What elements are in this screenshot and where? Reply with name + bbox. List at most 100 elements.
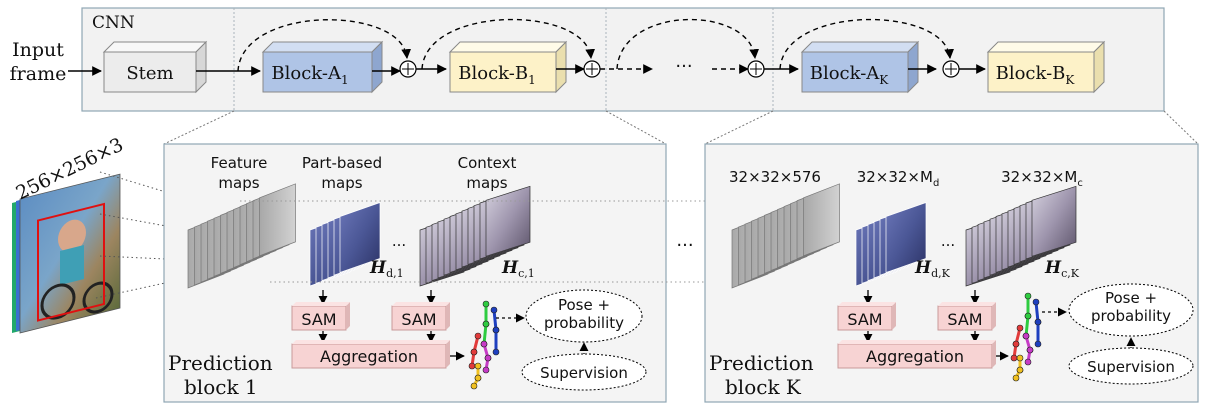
pred1-context-map-sheet: [485, 185, 531, 257]
predk-supervision-label: Supervision: [1087, 358, 1175, 376]
pred1-part-label-l2: maps: [321, 174, 362, 192]
pred1-part-label-l1: Part-based: [302, 154, 382, 172]
skeleton-joint: [474, 362, 482, 370]
skeleton-joint: [474, 332, 482, 340]
predk-pose-probability: Pose + probability: [1068, 283, 1194, 337]
skeleton-joint: [490, 306, 498, 314]
pred1-feature-label-l1: Feature: [211, 154, 268, 172]
skeleton-joint: [1034, 340, 1042, 348]
skeleton-limb: [492, 308, 498, 332]
predk-feature-map-sheet: [803, 183, 840, 257]
sum-node-3: [747, 60, 765, 78]
pred1-sam-part: SAM: [291, 302, 350, 331]
skeleton-joint: [1024, 292, 1032, 300]
predk-sam-part: SAM: [837, 302, 896, 331]
skeleton-joint: [1016, 354, 1024, 362]
skeleton-joint: [470, 382, 478, 390]
skip-arrow-3: [616, 18, 760, 70]
skeleton-joint: [1010, 354, 1018, 362]
predk-aggregation: Aggregation: [837, 340, 996, 369]
predk-aggregation-label: Aggregation: [866, 347, 964, 366]
skeleton-joint: [492, 326, 500, 334]
predk-context-maps: [965, 185, 1077, 287]
skeleton-joint: [1032, 298, 1040, 306]
skeleton-limb: [1024, 314, 1030, 338]
skeleton-joint: [468, 362, 476, 370]
pred1-part-based-maps: [309, 202, 381, 287]
skeleton-joint: [492, 348, 500, 356]
cnn-panel: CNN: [81, 7, 1165, 112]
pred1-h-c-label: Hc,1: [501, 258, 535, 280]
predk-pose-label-l1: Pose +: [1105, 289, 1157, 307]
pred1-sam-part-label: SAM: [301, 310, 336, 329]
predk-part-map-sheet: [885, 202, 927, 273]
predk-pose-skeleton: [1010, 292, 1042, 382]
sum-node-4: [942, 60, 960, 78]
pred1-supervision-label: Supervision: [540, 364, 628, 382]
pred1-sam-context: SAM: [391, 302, 450, 331]
input-crop-box: [37, 202, 105, 322]
predk-h-d-label: Hd,K: [914, 258, 951, 280]
input-frame-label-line1: Input: [12, 39, 64, 61]
predk-title-l1: Prediction: [709, 351, 814, 375]
pred1-pose-label-l2: probability: [544, 314, 624, 332]
pred1-title-l2: block 1: [184, 375, 258, 399]
skeleton-joint: [1024, 358, 1032, 366]
skeleton-joint: [480, 340, 488, 348]
skeleton-joint: [1012, 340, 1020, 348]
block-b1-label: Block-B1: [458, 63, 535, 87]
predk-part-based-maps: [855, 202, 927, 287]
predk-sam-part-label: SAM: [847, 310, 882, 329]
predk-h-c-label: Hc,K: [1044, 258, 1080, 280]
pred1-supervision: Supervision: [521, 353, 647, 391]
skeleton-joint: [1016, 324, 1024, 332]
predk-dots: ...: [941, 232, 955, 250]
block-ak: Block-AK: [800, 40, 920, 94]
skeleton-joint: [1026, 346, 1034, 354]
block-a1-label: Block-A1: [271, 63, 348, 87]
predk-sam-context: SAM: [937, 302, 996, 331]
skeleton-joint: [484, 354, 492, 362]
pred1-context-label-l2: maps: [466, 174, 507, 192]
pred1-aggregation: Aggregation: [291, 340, 450, 369]
predk-sam-context-label: SAM: [947, 310, 982, 329]
skeleton-joint: [482, 320, 490, 328]
predk-feature-maps: [731, 183, 840, 289]
pred1-pose-skeleton: [468, 300, 500, 390]
pred1-title-l1: Prediction: [168, 351, 273, 375]
pred1-pose-probability: Pose + probability: [525, 289, 643, 343]
block-a1: Block-A1: [261, 40, 384, 94]
predk-context-map-sheet: [1031, 185, 1077, 257]
skeleton-joint: [1012, 374, 1020, 382]
skeleton-joint: [474, 374, 482, 382]
skeleton-limb: [482, 322, 488, 346]
skeleton-joint: [482, 366, 490, 374]
pred1-part-map-sheet: [339, 202, 381, 273]
middle-ellipsis: ...: [676, 230, 693, 251]
predk-dim-part: 32×32×Md: [857, 168, 940, 189]
sum-node-2: [583, 60, 601, 78]
pred1-feature-maps: [187, 183, 296, 289]
cnn-ellipsis: ···: [675, 56, 692, 77]
predk-dim-feature: 32×32×576: [729, 168, 821, 186]
block-bk: Block-BK: [986, 40, 1106, 94]
input-image-stack: 256×256×3: [12, 134, 127, 334]
block-bk-label: Block-BK: [996, 63, 1076, 87]
predk-supervision: Supervision: [1068, 347, 1194, 385]
pred1-context-maps: [419, 185, 531, 287]
skeleton-joint: [1016, 366, 1024, 374]
pred1-h-d-label: Hd,1: [369, 258, 404, 280]
skeleton-joint: [1024, 312, 1032, 320]
pred1-feature-map-sheet: [259, 183, 296, 257]
pred1-feature-label-l2: maps: [218, 174, 259, 192]
predk-title-l2: block K: [725, 375, 802, 399]
sum-node-1: [399, 60, 417, 78]
skeleton-limb: [1034, 300, 1040, 324]
predk-dim-context: 32×32×Mc: [1001, 168, 1083, 189]
pred1-sam-context-label: SAM: [401, 310, 436, 329]
block-ak-label: Block-AK: [810, 63, 890, 87]
predk-pose-label-l2: probability: [1091, 307, 1171, 325]
stem-label: Stem: [126, 63, 173, 84]
cnn-label: CNN: [92, 13, 135, 33]
